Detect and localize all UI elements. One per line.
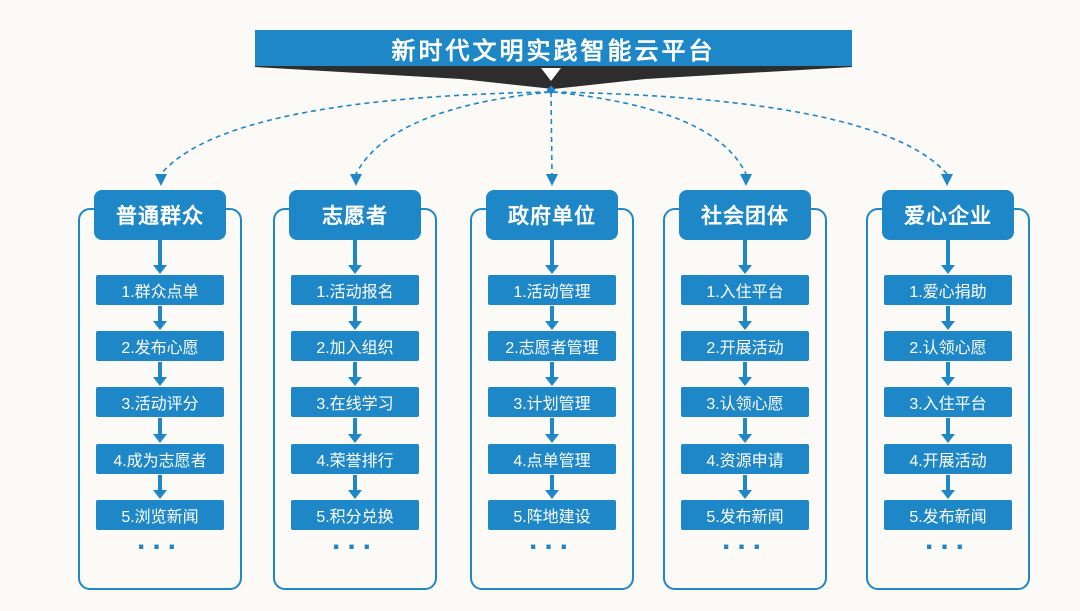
flow-step[interactable]: 4.点单管理 — [488, 444, 616, 474]
flow-step[interactable]: 4.资源申请 — [681, 444, 809, 474]
ellipsis: ... — [924, 523, 971, 556]
column-header-volunteer[interactable]: 志愿者 — [289, 190, 421, 240]
flow-step[interactable]: 1.爱心捐助 — [884, 275, 1012, 305]
ellipsis: ... — [331, 523, 378, 556]
ellipsis: ... — [136, 523, 183, 556]
flow-step[interactable]: 3.入住平台 — [884, 387, 1012, 417]
flow-step[interactable]: 2.加入组织 — [291, 331, 419, 361]
flow-arrow-icon — [153, 306, 167, 330]
flow-arrow-icon — [738, 240, 752, 274]
column-header-enterprise[interactable]: 爱心企业 — [882, 190, 1014, 240]
flow-step[interactable]: 1.群众点单 — [96, 275, 224, 305]
flow-arrow-icon — [738, 362, 752, 386]
flow-arrow-icon — [153, 418, 167, 443]
arrowhead-social-group — [740, 174, 752, 186]
flow-step[interactable]: 3.认领心愿 — [681, 387, 809, 417]
arrowhead-volunteer — [350, 174, 362, 186]
connector-to-social-group — [551, 91, 747, 175]
flow-arrow-icon — [941, 240, 955, 274]
flow-step[interactable]: 2.发布心愿 — [96, 331, 224, 361]
flow-step[interactable]: 4.开展活动 — [884, 444, 1012, 474]
flow-arrow-icon — [738, 418, 752, 443]
arrowhead-government — [546, 174, 558, 186]
arrowhead-enterprise — [941, 174, 953, 186]
flow-step[interactable]: 3.活动评分 — [96, 387, 224, 417]
down-arrow-icon — [541, 68, 561, 81]
column-header-social-group[interactable]: 社会团体 — [679, 190, 811, 240]
flow-arrow-icon — [941, 362, 955, 386]
flow-arrow-icon — [941, 306, 955, 330]
flow-arrow-icon — [153, 475, 167, 499]
flow-step[interactable]: 5.发布新闻 — [884, 500, 1012, 530]
connector-to-enterprise — [552, 91, 948, 175]
flow-step[interactable]: 2.开展活动 — [681, 331, 809, 361]
flow-step[interactable]: 4.荣誉排行 — [291, 444, 419, 474]
flow-arrow-icon — [941, 418, 955, 443]
column-enterprise: 爱心企业 1.爱心捐助 2.认领心愿 3.入住平台 4.开展活动 5.发布新闻 … — [866, 185, 1030, 595]
connector-lines — [155, 60, 953, 186]
flow-arrow-icon — [545, 306, 559, 330]
column-government: 政府单位 1.活动管理 2.志愿者管理 3.计划管理 4.点单管理 5.阵地建设… — [470, 185, 634, 595]
arrowhead-general-public — [155, 174, 167, 186]
flow-step[interactable]: 5.阵地建设 — [488, 500, 616, 530]
flow-arrow-icon — [348, 475, 362, 499]
flow-arrow-icon — [153, 362, 167, 386]
flow-arrow-icon — [941, 475, 955, 499]
column-header-general-public[interactable]: 普通群众 — [94, 190, 226, 240]
flow-step[interactable]: 5.积分兑换 — [291, 500, 419, 530]
platform-title: 新时代文明实践智能云平台 — [391, 37, 716, 65]
flow-step[interactable]: 2.志愿者管理 — [488, 331, 616, 361]
flow-arrow-icon — [738, 475, 752, 499]
column-general-public: 普通群众 1.群众点单 2.发布心愿 3.活动评分 4.成为志愿者 5.浏览新闻… — [78, 185, 242, 595]
flow-step[interactable]: 5.发布新闻 — [681, 500, 809, 530]
ellipsis: ... — [721, 523, 768, 556]
platform-title-banner: 新时代文明实践智能云平台 — [255, 30, 852, 66]
flow-step[interactable]: 2.认领心愿 — [884, 331, 1012, 361]
flow-arrow-icon — [348, 418, 362, 443]
flow-arrow-icon — [545, 418, 559, 443]
flow-step[interactable]: 5.浏览新闻 — [96, 500, 224, 530]
flow-arrow-icon — [153, 240, 167, 274]
flow-arrow-icon — [545, 475, 559, 499]
flow-arrow-icon — [348, 306, 362, 330]
column-volunteer: 志愿者 1.活动报名 2.加入组织 3.在线学习 4.荣誉排行 5.积分兑换 .… — [273, 185, 437, 595]
flow-step[interactable]: 1.活动管理 — [488, 275, 616, 305]
flow-arrow-icon — [348, 240, 362, 274]
flow-arrow-icon — [348, 362, 362, 386]
flow-step[interactable]: 3.在线学习 — [291, 387, 419, 417]
flow-step[interactable]: 1.活动报名 — [291, 275, 419, 305]
column-header-government[interactable]: 政府单位 — [486, 190, 618, 240]
flow-step[interactable]: 3.计划管理 — [488, 387, 616, 417]
column-social-group: 社会团体 1.入住平台 2.开展活动 3.认领心愿 4.资源申请 5.发布新闻 … — [663, 185, 827, 595]
ellipsis: ... — [528, 523, 575, 556]
flow-step[interactable]: 4.成为志愿者 — [96, 444, 224, 474]
connector-to-general-public — [160, 91, 550, 175]
flow-arrow-icon — [545, 362, 559, 386]
flow-arrow-icon — [738, 306, 752, 330]
connector-to-volunteer — [355, 91, 551, 175]
flow-arrow-icon — [545, 240, 559, 274]
connector-to-government — [550, 91, 553, 175]
flow-step[interactable]: 1.入住平台 — [681, 275, 809, 305]
